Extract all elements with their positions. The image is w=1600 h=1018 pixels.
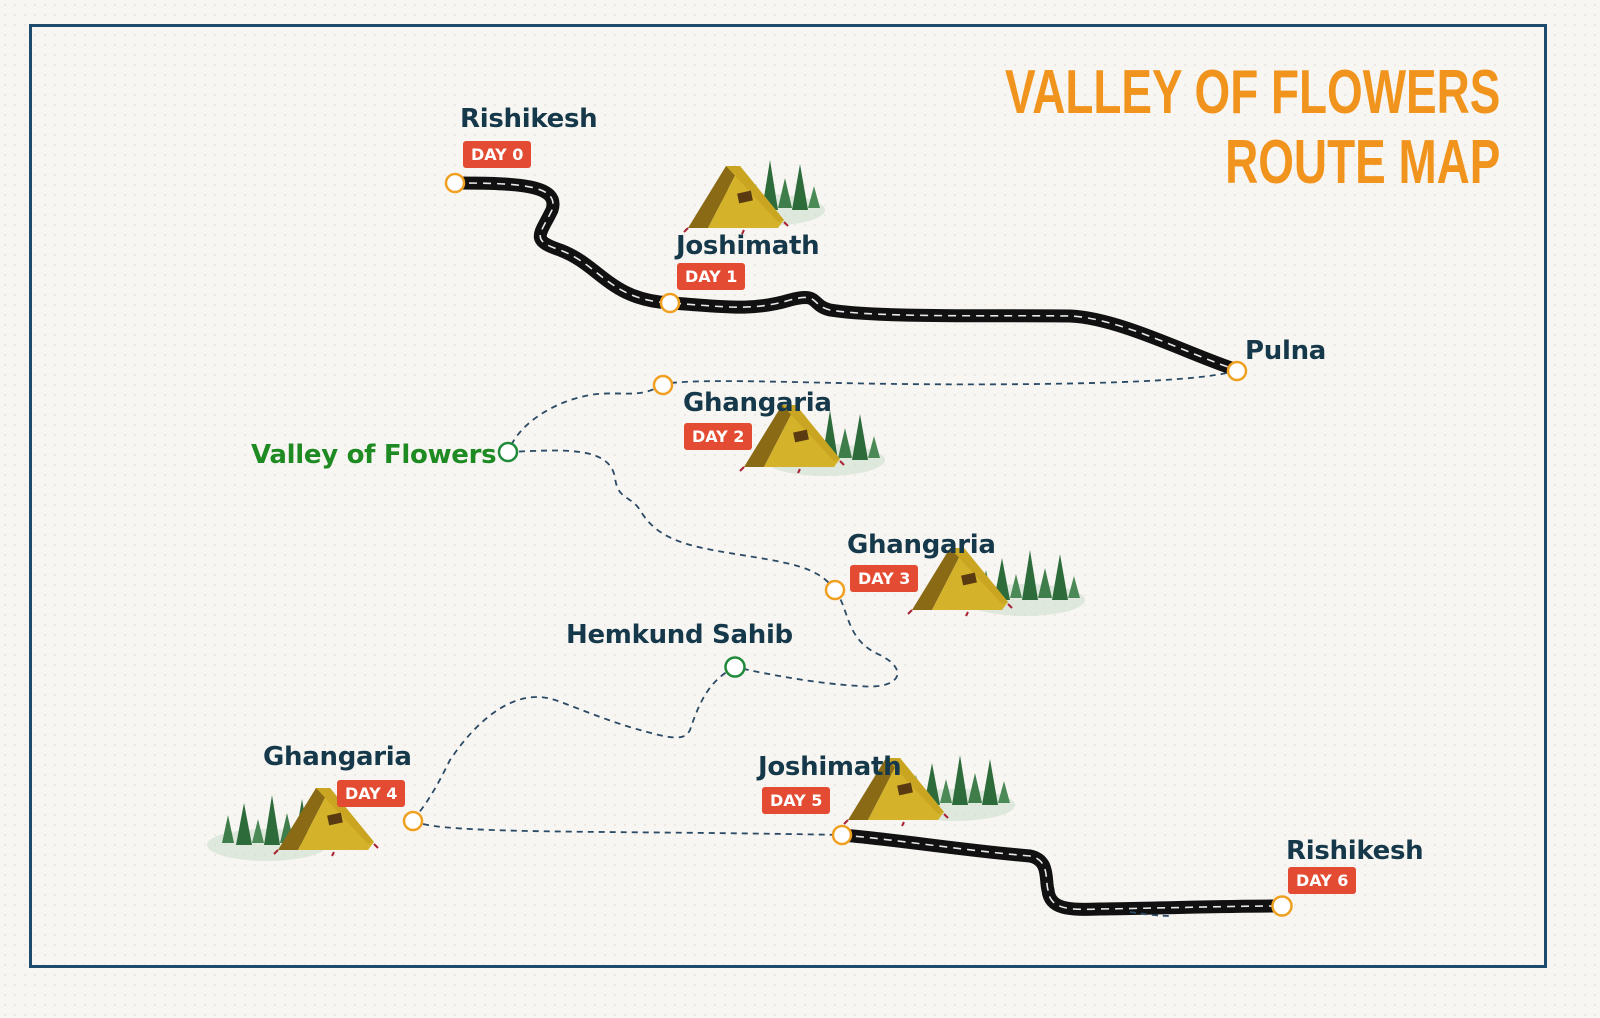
trek-trails	[412, 369, 1238, 917]
title-line-1: VALLEY OF FLOWERS	[1004, 58, 1500, 127]
label-rishikesh-end: Rishikesh	[1286, 836, 1424, 866]
badge-day-6: DAY 6	[1288, 867, 1357, 894]
label-valley-of-flowers: Valley of Flowers	[251, 440, 497, 470]
node-rishikesh-day6	[1271, 895, 1293, 917]
label-rishikesh-start: Rishikesh	[460, 104, 598, 134]
label-ghangaria-day2: Ghangaria	[683, 388, 832, 418]
badge-day-5: DAY 5	[762, 787, 831, 814]
badge-day-4: DAY 4	[337, 780, 406, 807]
node-joshimath-day1	[659, 292, 681, 314]
node-ghangaria-day3	[824, 579, 846, 601]
label-joshimath-day5: Joshimath	[758, 752, 902, 782]
label-ghangaria-day3: Ghangaria	[847, 530, 996, 560]
label-pulna: Pulna	[1245, 336, 1327, 366]
camp-joshimath-day1	[683, 160, 825, 235]
trail-joshimath-rishikesh-spur	[1129, 911, 1173, 917]
trail-vof-ghangaria	[507, 449, 836, 591]
badge-day-0: DAY 0	[463, 141, 532, 168]
node-ghangaria-day2	[652, 374, 674, 396]
node-joshimath-day5	[831, 824, 853, 846]
map-title: VALLEY OF FLOWERS ROUTE MAP	[1005, 58, 1500, 198]
badge-day-1: DAY 1	[677, 263, 746, 290]
road-joshimath-to-rishikesh	[835, 828, 1289, 916]
trail-hemkund-ghangaria	[412, 666, 736, 821]
badge-day-2: DAY 2	[684, 423, 753, 450]
trail-ghangaria-hemkund	[734, 589, 899, 688]
label-joshimath-day1: Joshimath	[676, 231, 820, 261]
label-ghangaria-day4: Ghangaria	[263, 742, 412, 772]
node-pulna	[1226, 360, 1248, 382]
road-rishikesh-to-pulna	[448, 176, 1244, 377]
trail-ghangaria-vof	[507, 383, 664, 453]
map-frame	[29, 24, 1547, 968]
node-hemkund-sahib	[724, 656, 746, 678]
label-hemkund-sahib: Hemkund Sahib	[566, 620, 793, 650]
node-rishikesh-day0	[444, 172, 466, 194]
trail-pulna-ghangaria	[662, 369, 1238, 386]
trail-ghangaria-joshimath	[412, 819, 843, 836]
node-valley-of-flowers	[497, 441, 519, 463]
badge-day-3: DAY 3	[850, 565, 919, 592]
title-line-2: ROUTE MAP	[1224, 128, 1500, 197]
node-ghangaria-day4	[402, 810, 424, 832]
